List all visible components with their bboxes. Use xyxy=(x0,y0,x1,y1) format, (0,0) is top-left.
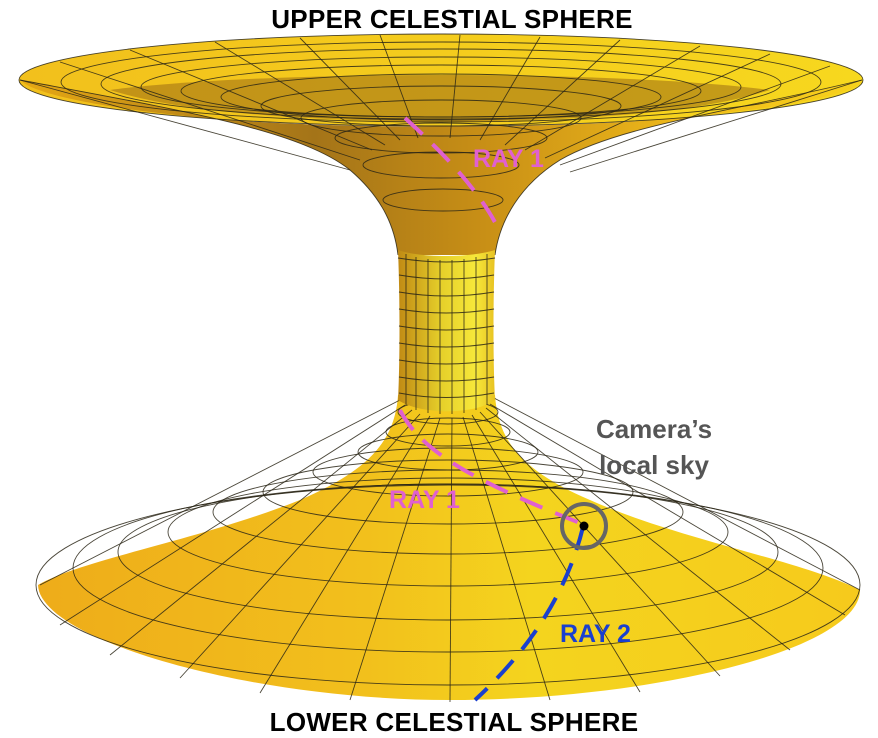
upper-grid xyxy=(18,33,864,256)
upper-funnel xyxy=(18,33,864,256)
upper-celestial-sphere-label: UPPER CELESTIAL SPHERE xyxy=(271,4,633,34)
camera-sky-circle xyxy=(560,502,608,550)
ray-1-upper-label: RAY 1 xyxy=(473,145,544,173)
camera-label-line-1: Camera’s xyxy=(596,414,712,444)
ray-1-path xyxy=(398,116,586,527)
ray-1-lower-label: RAY 1 xyxy=(389,486,460,514)
lower-funnel xyxy=(35,395,861,703)
lower-funnel-surface xyxy=(38,395,860,700)
lower-grid xyxy=(35,397,861,703)
throat-surface xyxy=(398,250,495,412)
camera-label-line-2: local sky xyxy=(599,450,709,480)
throat xyxy=(397,250,496,414)
throat-grid xyxy=(397,254,496,414)
camera-local-sky xyxy=(560,502,608,550)
lower-celestial-sphere-label: LOWER CELESTIAL SPHERE xyxy=(270,707,639,737)
ray-1-lower-dashes xyxy=(398,409,586,527)
upper-funnel-wall xyxy=(20,80,862,255)
ray-2-label: RAY 2 xyxy=(560,620,631,648)
camera-point xyxy=(579,521,589,531)
ray-1-upper-dashes xyxy=(403,116,502,233)
